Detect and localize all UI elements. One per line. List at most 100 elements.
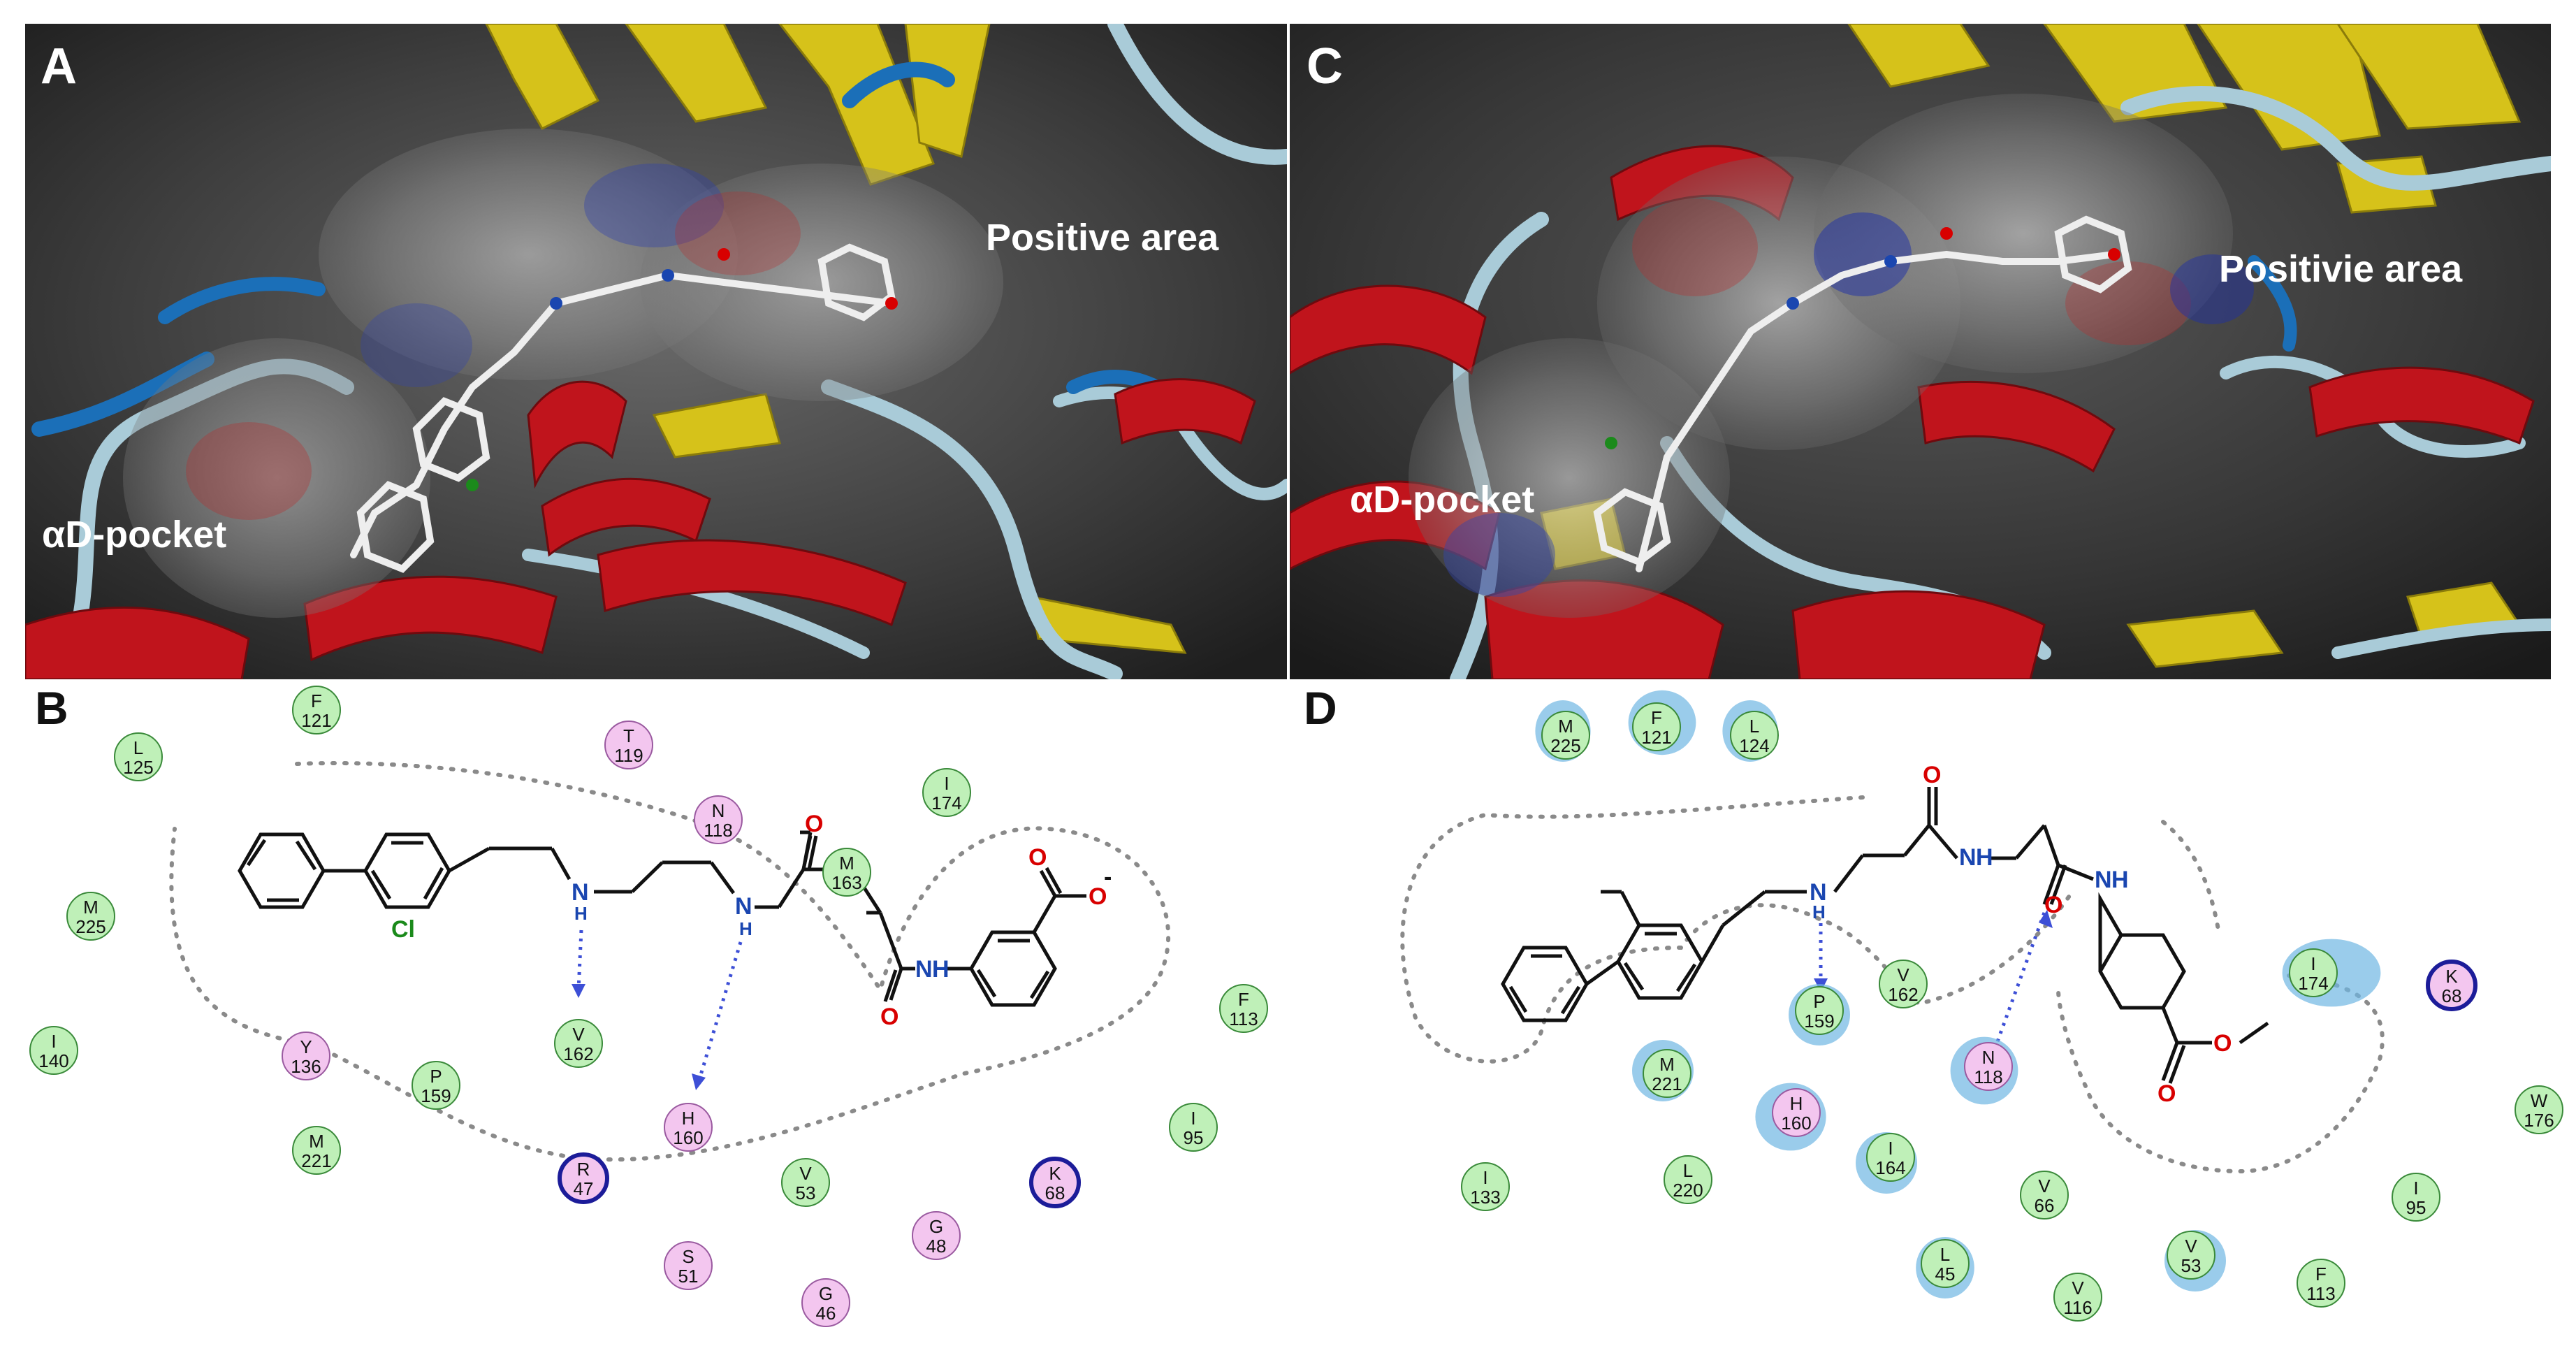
residue-disc (1541, 711, 1590, 760)
ligand-heteroatoms (1605, 227, 2120, 449)
atom-nh2: N (2095, 867, 2112, 893)
residue-disc (1643, 1049, 1691, 1098)
residue-K68: K68 (2426, 960, 2477, 1011)
residue-number: 160 (673, 1127, 703, 1148)
residue-letter: N (712, 800, 725, 821)
residue-letter: F (311, 690, 322, 711)
residue-number: 53 (796, 1182, 816, 1203)
panel-label-b: B (35, 682, 68, 734)
residue-disc (822, 848, 871, 897)
panel-b-svg: B (29, 682, 1268, 1327)
residue-number: 95 (2406, 1197, 2426, 1218)
residue-letter: M (839, 853, 854, 874)
residue-letter: H (682, 1108, 695, 1129)
atom-o3: O (1028, 844, 1047, 871)
residue-disc (2515, 1085, 2563, 1134)
atom-n1: N (572, 879, 589, 906)
residue-disc (1772, 1088, 1821, 1137)
residue-letter: I (1483, 1167, 1487, 1188)
residue-number: 121 (1641, 727, 1671, 748)
residue-letter: I (2413, 1178, 2418, 1199)
residue-letter: V (1897, 964, 1909, 985)
residue-number: 113 (2306, 1283, 2335, 1304)
residue-letter: K (2445, 966, 2458, 987)
atom-o4: O (1089, 883, 1107, 910)
residue-I95: I95 (1169, 1103, 1218, 1152)
residue-number: 133 (1470, 1187, 1500, 1208)
residue-disc (922, 768, 971, 817)
residue-disc (1664, 1155, 1712, 1204)
residue-disc (1921, 1239, 1970, 1288)
residue-letter: M (1659, 1054, 1675, 1075)
residue-number: 46 (816, 1303, 836, 1324)
residue-number: 68 (2442, 985, 2462, 1006)
residue-disc (801, 1278, 850, 1327)
residue-number: 121 (301, 710, 331, 731)
residue-letter: V (799, 1163, 812, 1184)
residue-disc (1219, 984, 1268, 1033)
residue-letter: W (2531, 1090, 2548, 1111)
panel-d-svg: D (1304, 682, 2563, 1322)
residue-disc (292, 686, 341, 734)
atom-o1: O (805, 811, 823, 837)
residue-letter: Y (300, 1036, 312, 1057)
residue-disc (1879, 960, 1928, 1008)
residue-letter: G (819, 1283, 833, 1304)
residue-letter: L (1683, 1160, 1693, 1181)
residue-letter: M (83, 897, 99, 918)
residue-number: 47 (574, 1178, 594, 1199)
residue-disc (554, 1019, 603, 1068)
residue-number: 140 (38, 1050, 68, 1071)
residue-number: 125 (123, 757, 153, 778)
residue-V53: V53 (2164, 1230, 2226, 1291)
panel-d-interaction-diagram: D (1290, 682, 2576, 1346)
residue-S51: S51 (664, 1241, 713, 1290)
residue-disc (2053, 1273, 2102, 1322)
annotation-positive-area-a: Positive area (986, 217, 1219, 259)
residue-number: 174 (931, 793, 961, 813)
beta-strands (485, 24, 1187, 654)
residue-letter: M (1558, 716, 1573, 737)
residue-letter: I (1888, 1138, 1893, 1159)
residue-number: 162 (563, 1043, 593, 1064)
residue-disc (1461, 1162, 1510, 1211)
residue-V66: V66 (2020, 1171, 2069, 1220)
atom-o2: O (880, 1004, 898, 1030)
residue-letter: S (682, 1246, 694, 1267)
residue-disc (292, 1126, 341, 1175)
residue-number: 95 (1184, 1127, 1204, 1148)
residue-number: 118 (704, 820, 732, 841)
residue-disc (2297, 1259, 2345, 1308)
residue-disc (1866, 1133, 1915, 1182)
residue-disc (114, 732, 163, 781)
residue-number: 225 (1550, 735, 1580, 756)
atom-charge: - (1104, 864, 1112, 890)
panel-label-d: D (1304, 682, 1337, 734)
annotation-positive-area-c: Positivie area (2219, 248, 2463, 290)
residue-letter: I (1191, 1108, 1195, 1129)
residue-disc (2167, 1231, 2215, 1280)
atom-h1: H (574, 903, 588, 924)
residue-disc (2392, 1173, 2440, 1222)
residue-disc (1795, 986, 1844, 1035)
panel-label-c: C (1307, 38, 1343, 94)
pocket-outline (169, 761, 1171, 1162)
panel-b-interaction-diagram: B (0, 682, 1286, 1346)
residue-letter: F (1238, 989, 1249, 1010)
panel-a-structure-render (25, 24, 1287, 679)
atom-nh: N (915, 956, 933, 983)
residue-number: 159 (421, 1085, 451, 1106)
residue-number: 136 (291, 1056, 321, 1077)
